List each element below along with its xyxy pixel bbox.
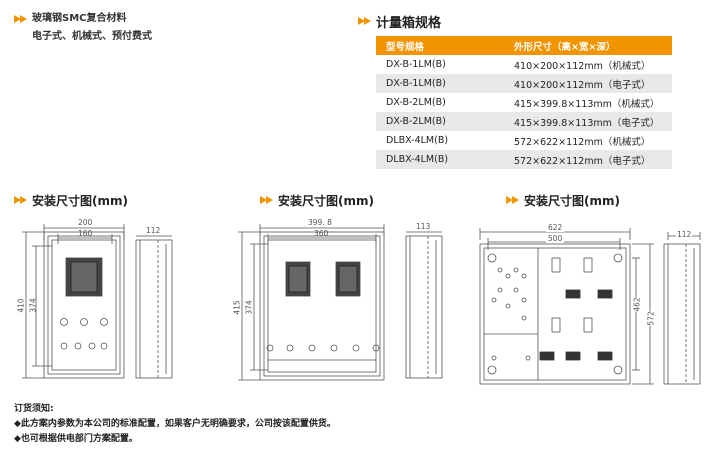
spec-model: DX-B-2LM(B) [376, 112, 504, 131]
dim-width-inner: 160 [78, 229, 93, 238]
orange-arrow-icon [358, 16, 372, 26]
table-row: DLBX-4LM(B) 572×622×112mm（机械式） [376, 131, 672, 150]
notes-title: 订货须知: [14, 404, 54, 414]
dim-width-inner: 500 [546, 234, 565, 243]
spec-model: DLBX-4LM(B) [386, 135, 449, 146]
spec-header-model: 型号规格 [376, 36, 504, 55]
table-row: DX-B-2LM(B) 415×399.8×113mm（电子式） [376, 112, 672, 131]
dim-height-outer: 410 [16, 298, 26, 313]
dim-height-outer: 415 [232, 300, 242, 315]
spec-model: DX-B-1LM(B) [386, 59, 446, 70]
table-row: DX-B-1LM(B) 410×200×112mm（机械式） [376, 55, 672, 74]
section-title-1: 安装尺寸图(mm) [32, 194, 128, 208]
dim-height-inner: 462 [632, 297, 642, 312]
dim-depth: 112 [676, 230, 693, 239]
dim-width-outer: 399. 8 [308, 218, 332, 227]
intro-types: 电子式、机械式、预付费式 [32, 31, 152, 42]
notes-line-2: ◆也可根据供电部门方案配置。 [14, 434, 138, 444]
dim-height-outer: 572 [646, 311, 656, 326]
orange-arrow-icon [260, 195, 274, 205]
section-title-3: 安装尺寸图(mm) [524, 194, 620, 208]
spec-model: DLBX-4LM(B) [376, 150, 504, 169]
orange-arrow-icon [506, 195, 520, 205]
dim-width-outer: 200 [78, 218, 93, 227]
orange-arrow-icon [14, 14, 28, 24]
dim-height-inner: 374 [244, 300, 254, 315]
dim-depth: 112 [146, 226, 161, 235]
order-notes: 订货须知: ◆此方案内参数为本公司的标准配置，如果客户无明确要求，公司按该配置供… [14, 402, 336, 447]
spec-header-row: 型号规格 外形尺寸（高×宽×深） [376, 36, 672, 55]
dim-width-outer: 622 [546, 223, 565, 232]
spec-model: DX-B-1LM(B) [376, 74, 504, 93]
intro-material: 玻璃钢SMC复合材料 [32, 13, 127, 24]
dim-height-inner: 374 [28, 298, 38, 313]
dim-width-inner: 360 [314, 229, 329, 238]
spec-model: DX-B-2LM(B) [386, 97, 446, 108]
spec-size: 415×399.8×113mm（电子式） [504, 112, 672, 131]
spec-size: 572×622×112mm（机械式） [514, 136, 651, 148]
spec-size: 410×200×112mm（机械式） [514, 60, 651, 72]
orange-arrow-icon [14, 195, 28, 205]
spec-size: 572×622×112mm（电子式） [504, 150, 672, 169]
spec-size: 415×399.8×113mm（机械式） [514, 98, 660, 110]
table-row: DX-B-1LM(B) 410×200×112mm（电子式） [376, 74, 672, 93]
spec-table: 型号规格 外形尺寸（高×宽×深） DX-B-1LM(B) 410×200×112… [376, 36, 672, 169]
notes-line-1: ◆此方案内参数为本公司的标准配置，如果客户无明确要求，公司按该配置供货。 [14, 419, 336, 429]
table-row: DX-B-2LM(B) 415×399.8×113mm（机械式） [376, 93, 672, 112]
dim-depth: 113 [416, 222, 431, 231]
intro-text: 玻璃钢SMC复合材料 电子式、机械式、预付费式 [14, 10, 152, 46]
section-title-2: 安装尺寸图(mm) [278, 194, 374, 208]
spec-size: 410×200×112mm（电子式） [504, 74, 672, 93]
spec-header-size: 外形尺寸（高×宽×深） [504, 36, 672, 55]
table-row: DLBX-4LM(B) 572×622×112mm（电子式） [376, 150, 672, 169]
spec-title: 计量箱规格 [376, 16, 442, 31]
